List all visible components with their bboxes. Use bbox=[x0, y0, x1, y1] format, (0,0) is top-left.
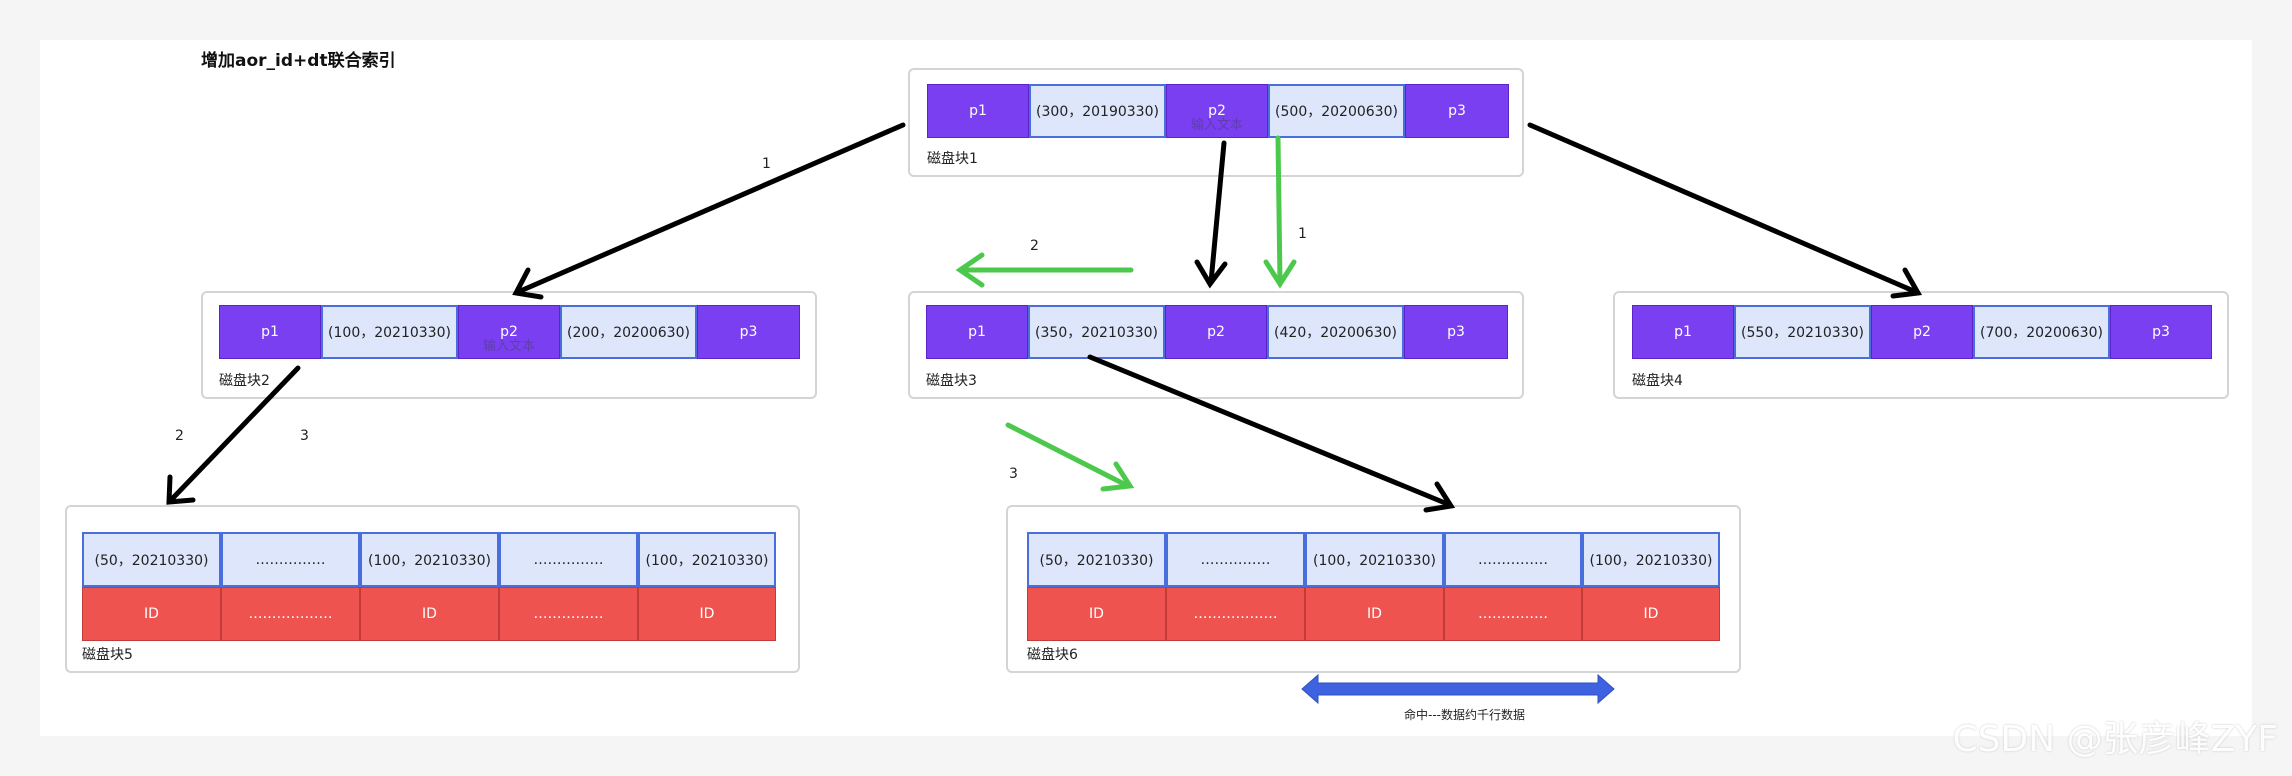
block2-pointer-p1: p1 bbox=[219, 305, 321, 359]
block5-id-1: ID bbox=[82, 587, 221, 641]
block5-id-5: ID bbox=[638, 587, 776, 641]
block1-pointer-p2-label: p2 bbox=[1208, 103, 1226, 119]
disk-block-5-ids: ID ……………… ID …………… ID bbox=[82, 587, 776, 641]
disk-block-4-label: 磁盘块4 bbox=[1632, 373, 1683, 389]
disk-block-5-keys: (50，20210330) …………… (100，20210330) ……………… bbox=[82, 532, 776, 587]
block4-key-2: (700，20200630) bbox=[1973, 305, 2110, 359]
arrow-block1-to-block2 bbox=[515, 122, 906, 295]
disk-block-4-row: p1 (550，20210330) p2 (700，20200630) p3 bbox=[1632, 305, 2212, 359]
arrow-block2-to-block5 bbox=[168, 365, 301, 503]
disk-block-5-label: 磁盘块5 bbox=[82, 647, 133, 663]
block2-key-2: (200，20200630) bbox=[560, 305, 697, 359]
arrow-block1-to-block2-head bbox=[512, 267, 544, 300]
block6-key-4: …………… bbox=[1444, 532, 1582, 587]
range-note: 命中---数据约千行数据 bbox=[1404, 708, 1525, 722]
block1-ghost-text: 输入文本 bbox=[1190, 118, 1244, 134]
block6-key-1: (50，20210330) bbox=[1027, 532, 1166, 587]
green-arrow-3-head bbox=[1100, 461, 1135, 492]
block5-id-4: …………… bbox=[499, 587, 638, 641]
block3-key-2: (420，20200630) bbox=[1267, 305, 1404, 359]
step-number-black-2: 2 bbox=[175, 428, 184, 444]
block2-pointer-p3: p3 bbox=[697, 305, 800, 359]
disk-block-3-label: 磁盘块3 bbox=[926, 373, 977, 389]
block5-key-3: (100，20210330) bbox=[360, 532, 499, 587]
block6-id-1: ID bbox=[1027, 587, 1166, 641]
block6-key-5: (100，20210330) bbox=[1582, 532, 1720, 587]
block2-pointer-p2: p2 输入文本 bbox=[458, 305, 560, 359]
step-number-black-3: 3 bbox=[300, 428, 309, 444]
step-number-green-1: 1 bbox=[1298, 226, 1307, 242]
block4-pointer-p3: p3 bbox=[2110, 305, 2212, 359]
disk-block-6-label: 磁盘块6 bbox=[1027, 647, 1078, 663]
block6-id-2: ……………… bbox=[1166, 587, 1305, 641]
green-arrow-3 bbox=[1005, 422, 1131, 489]
block5-id-2: ……………… bbox=[221, 587, 360, 641]
watermark: CSDN @张彦峰ZYF bbox=[1952, 719, 2278, 760]
disk-block-3-row: p1 (350，20210330) p2 (420，20200630) p3 bbox=[926, 305, 1508, 359]
block1-pointer-p1: p1 bbox=[927, 84, 1029, 138]
block3-pointer-p3: p3 bbox=[1404, 305, 1508, 359]
disk-block-6-ids: ID ……………… ID …………… ID bbox=[1027, 587, 1720, 641]
block1-pointer-p3: p3 bbox=[1405, 84, 1509, 138]
block6-key-2: …………… bbox=[1166, 532, 1305, 587]
block5-id-3: ID bbox=[360, 587, 499, 641]
step-number-green-2: 2 bbox=[1030, 238, 1039, 254]
block6-id-4: …………… bbox=[1444, 587, 1582, 641]
disk-block-2-label: 磁盘块2 bbox=[219, 373, 270, 389]
step-number-green-3: 3 bbox=[1009, 466, 1018, 482]
arrow-block1-to-block4-head bbox=[1890, 267, 1923, 299]
arrow-block3-to-block6 bbox=[1087, 354, 1453, 508]
disk-block-1-row: p1 (300，20190330) p2 输入文本 (500，20200630)… bbox=[927, 84, 1509, 138]
block6-id-5: ID bbox=[1582, 587, 1720, 641]
block1-key-1: (300，20190330) bbox=[1029, 84, 1166, 138]
block2-ghost-text: 输入文本 bbox=[482, 339, 536, 355]
block1-key-2: (500，20200630) bbox=[1268, 84, 1405, 138]
green-arrow-1 bbox=[1275, 135, 1283, 285]
block3-key-1: (350，20210330) bbox=[1028, 305, 1165, 359]
block2-key-1: (100，20210330) bbox=[321, 305, 458, 359]
green-arrow-2-head bbox=[955, 252, 985, 288]
block6-id-3: ID bbox=[1305, 587, 1444, 641]
arrow-block1-to-block3-head bbox=[1194, 259, 1228, 289]
block5-key-5: (100，20210330) bbox=[638, 532, 776, 587]
disk-block-1-label: 磁盘块1 bbox=[927, 151, 978, 167]
arrow-block2-to-block5-head bbox=[166, 474, 196, 505]
block1-pointer-p2: p2 输入文本 bbox=[1166, 84, 1268, 138]
arrow-block3-to-block6-head bbox=[1423, 481, 1456, 513]
green-arrow-1-head bbox=[1263, 259, 1297, 289]
block5-key-4: …………… bbox=[499, 532, 638, 587]
block5-key-1: (50，20210330) bbox=[82, 532, 221, 587]
arrow-block1-to-block4 bbox=[1527, 122, 1919, 295]
block2-pointer-p2-label: p2 bbox=[500, 324, 518, 340]
block6-key-3: (100，20210330) bbox=[1305, 532, 1444, 587]
block4-pointer-p1: p1 bbox=[1632, 305, 1734, 359]
block5-key-2: …………… bbox=[221, 532, 360, 587]
block3-pointer-p1: p1 bbox=[926, 305, 1028, 359]
disk-block-2-row: p1 (100，20210330) p2 输入文本 (200，20200630)… bbox=[219, 305, 800, 359]
arrow-block1-to-block3 bbox=[1208, 140, 1227, 285]
step-number-black-1: 1 bbox=[762, 156, 771, 172]
block4-pointer-p2: p2 bbox=[1871, 305, 1973, 359]
block3-pointer-p2: p2 bbox=[1165, 305, 1267, 359]
diagram-title: 增加aor_id+dt联合索引 bbox=[201, 51, 396, 71]
range-double-arrow bbox=[1301, 673, 1615, 705]
disk-block-6-keys: (50，20210330) …………… (100，20210330) ……………… bbox=[1027, 532, 1720, 587]
block4-key-1: (550，20210330) bbox=[1734, 305, 1871, 359]
